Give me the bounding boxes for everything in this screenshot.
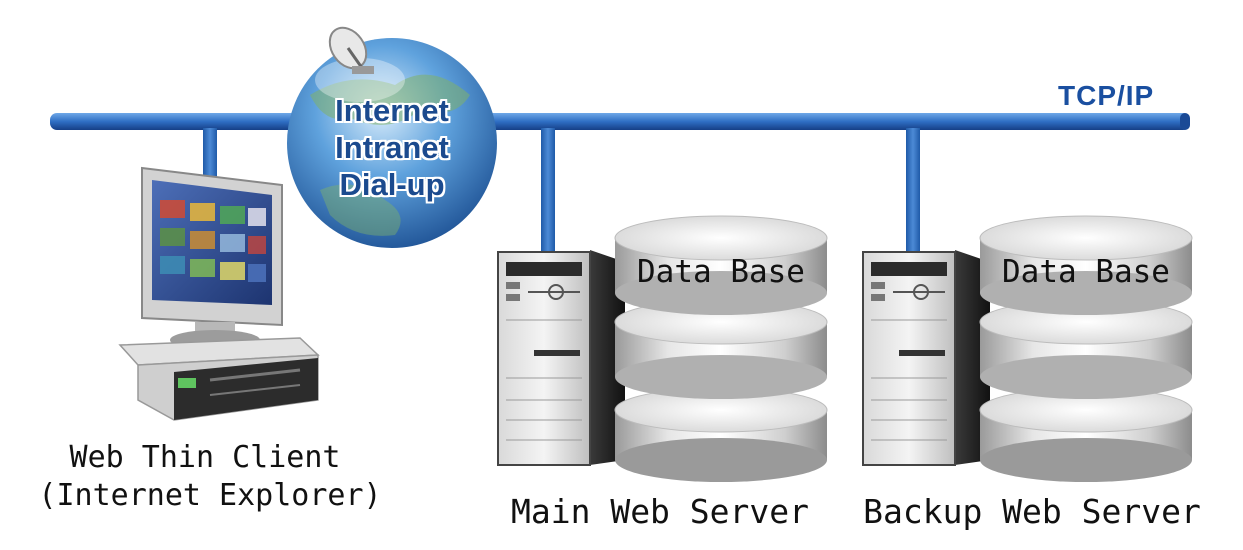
backup-server-tower-icon	[862, 250, 990, 466]
globe-line-internet: Internet	[335, 93, 449, 128]
backup-database-stack-icon	[979, 215, 1193, 482]
main-server-caption: Main Web Server	[510, 492, 809, 531]
client-drop-line	[203, 128, 217, 183]
backup-server-caption: Backup Web Server	[863, 492, 1201, 531]
main-database-label: Data Base	[637, 254, 805, 290]
globe-line-intranet: Intranet	[335, 130, 449, 165]
backup-database-label: Data Base	[1002, 254, 1170, 290]
satellite-dish-icon	[328, 26, 374, 74]
main-server-tower-icon	[497, 250, 625, 466]
internet-globe	[287, 38, 497, 248]
tcp-ip-label: TCP/IP	[1058, 80, 1155, 111]
main-database-stack-icon	[614, 215, 828, 482]
backup-server-drop-line	[906, 128, 920, 255]
main-server-drop-line	[541, 128, 555, 255]
client-caption-line2: (Internet Explorer)	[38, 478, 382, 513]
tcp-ip-bus	[50, 113, 1190, 130]
client-workstation-icon	[118, 166, 320, 421]
client-caption-line1: Web Thin Client	[69, 440, 341, 475]
globe-line-dialup: Dial-up	[339, 167, 445, 202]
